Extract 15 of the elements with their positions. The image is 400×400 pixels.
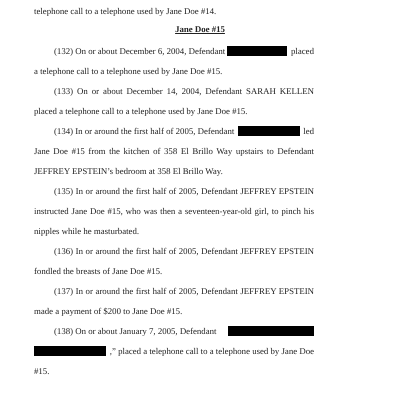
paragraph-text: (135) In or around the first half of 2005, Defendant JEFFREY EPSTEIN instructed Jane Doe #15, who was then a seventeen-year-old girl, to pinch his nipples while he masturbated. [34,185,314,238]
paragraph-text: telephone call to a telephone used by Jane Doe #14. [34,5,218,18]
paragraph-text: (134) In or around the first half of 2005, Defendant [54,125,234,138]
paragraph-text: placed [291,45,314,58]
paragraph-text: led [303,125,314,138]
paragraph-text: Jane Doe #15 from the kitchen of 358 El Brillo Way upstairs to Defendant JEFFREY EPSTEIN’s bedroom at 358 El Brillo Way. [34,145,314,178]
section-heading: Jane Doe #15 [175,24,225,34]
paragraph-text: ,” placed a telephone call to a telephone used by Jane Doe [110,345,314,358]
paragraph-text: (137) In or around the first half of 2005, Defendant JEFFREY EPSTEIN made a payment of $200 to Jane Doe #15. [34,285,314,318]
paragraph-text: a telephone call to a telephone used by Jane Doe #15. [34,65,224,78]
paragraph-text: (136) In or around the first half of 2005, Defendant JEFFREY EPSTEIN fondled the breasts of Jane Doe #15. [34,245,314,278]
paragraph-text: (132) On or about December 6, 2004, Defendant [54,45,226,58]
paragraph-text: #15. [34,365,50,378]
paragraph-text: (138) On or about January 7, 2005, Defendant [54,325,216,338]
paragraph-text: (133) On or about December 14, 2004, Defendant SARAH KELLEN placed a telephone call to a telephone used by Jane Doe #15. [34,85,314,118]
